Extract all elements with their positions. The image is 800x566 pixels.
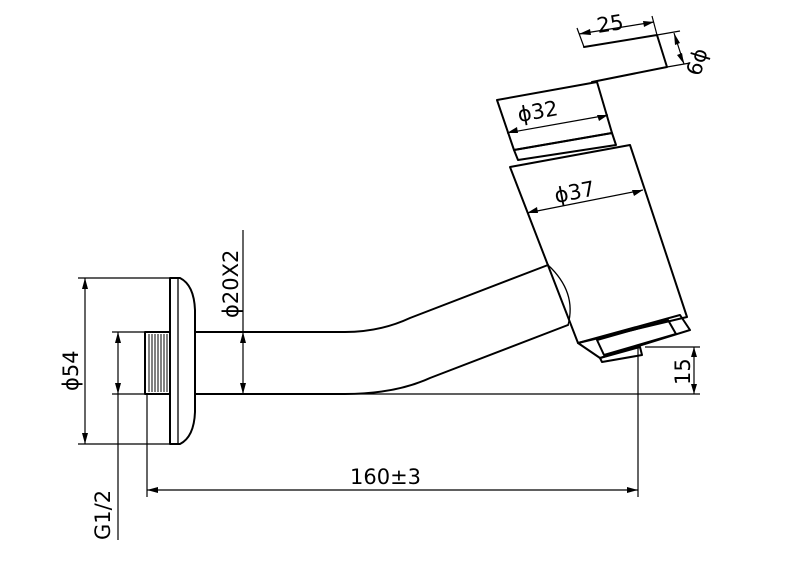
- label-stem-length: 25: [595, 10, 625, 38]
- wall-flange: [169, 277, 196, 445]
- dim-overall-length: 160±3: [146, 347, 639, 497]
- dim-cap-diameter: ϕ32: [506, 96, 609, 134]
- dim-pipe-diameter: ϕ20X2: [219, 230, 246, 394]
- valve-cap: [496, 81, 617, 161]
- label-body-diameter: ϕ37: [552, 177, 596, 208]
- valve-stem: [583, 34, 668, 83]
- thread-lines: [148, 334, 168, 392]
- dim-stem-length: 25: [576, 10, 658, 48]
- dim-stem-diameter: 6ϕ: [656, 30, 713, 78]
- label-flange-diameter: ϕ54: [59, 350, 83, 391]
- dim-thread-size: G1/2: [91, 331, 145, 540]
- label-cap-diameter: ϕ32: [516, 96, 560, 127]
- label-thread-size: G1/2: [91, 490, 115, 540]
- label-stem-diameter: 6ϕ: [682, 45, 713, 78]
- label-overall-length: 160±3: [350, 465, 421, 489]
- label-pipe-diameter: ϕ20X2: [219, 250, 243, 318]
- dim-outlet-height: 15: [195, 346, 700, 395]
- label-outlet-height: 15: [671, 358, 695, 385]
- dim-flange-diameter: ϕ54: [59, 277, 172, 445]
- valve-body: [509, 144, 691, 363]
- curved-pipe: [194, 264, 571, 395]
- threaded-connector: [144, 331, 171, 395]
- dim-body-diameter: ϕ37: [526, 177, 644, 214]
